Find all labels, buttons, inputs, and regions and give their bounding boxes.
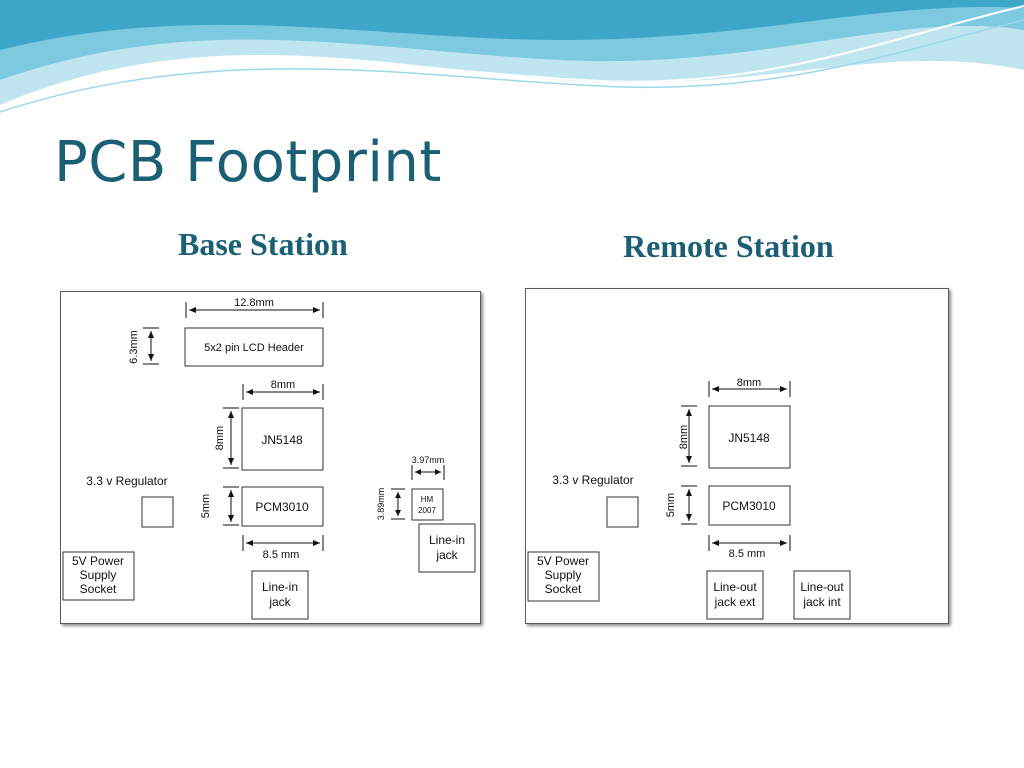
remote-jn5148-component: [708, 405, 791, 469]
pcm3010-component: [241, 486, 324, 527]
line-in-jack-bottom-label-line2: jack: [268, 595, 291, 609]
lcd-header-width-dimension: 12.8mm: [185, 297, 324, 318]
lcd-header-width-label: 12.8mm: [234, 297, 274, 309]
remote-station-footprint: 8mm JN5148 8mm PCM3010 5mm 8.5 mm: [527, 377, 851, 620]
remote-jn5148-width-label: 8mm: [737, 377, 761, 389]
pcm3010-label: PCM3010: [255, 500, 309, 514]
pcm3010-width-label: 8.5 mm: [263, 549, 300, 561]
regulator-component: [141, 496, 174, 528]
remote-pcm3010-component: [708, 485, 791, 526]
remote-power-socket-label-line2: Supply: [545, 568, 582, 582]
power-socket-label-line3: Socket: [80, 582, 117, 596]
jn5148-height-label: 8mm: [214, 426, 226, 450]
line-out-jack-int-component: [793, 570, 851, 620]
remote-pcm3010-label: PCM3010: [722, 499, 776, 513]
jn5148-width-dimension: 8mm: [242, 379, 324, 400]
lcd-header-height-label: 6.3mm: [128, 330, 140, 364]
remote-power-socket-label-line1: 5V Power: [537, 554, 589, 568]
line-in-jack-bottom-component: [251, 570, 309, 620]
line-out-jack-ext-label-line1: Line-out: [713, 580, 757, 594]
base-station-heading: Base Station: [178, 226, 348, 262]
hm2007-height-dimension: 3.89mm: [376, 488, 405, 521]
base-station-footprint: 12.8mm 5x2 pin LCD Header 6.3mm 8mm JN51…: [62, 297, 476, 620]
remote-pcm3010-height-label: 5mm: [665, 493, 677, 517]
hm2007-height-label: 3.89mm: [376, 488, 386, 521]
base-station-board: 12.8mm 5x2 pin LCD Header 6.3mm 8mm JN51…: [60, 291, 481, 624]
hm2007-label-line2: 2007: [418, 506, 436, 515]
hm2007-label-line1: HM: [421, 495, 434, 504]
line-in-jack-right-label-line2: jack: [435, 548, 458, 562]
pcm3010-width-dimension: 8.5 mm: [242, 535, 324, 561]
remote-pcm3010-height-dimension: 5mm: [665, 485, 697, 525]
jn5148-height-dimension: 8mm: [214, 407, 239, 469]
line-out-jack-ext-component: [706, 570, 764, 620]
lcd-header-label: 5x2 pin LCD Header: [204, 342, 304, 354]
jn5148-label: JN5148: [261, 433, 303, 447]
hm2007-component: [411, 488, 444, 521]
remote-station-board: 8mm JN5148 8mm PCM3010 5mm 8.5 mm: [525, 288, 949, 624]
remote-pcm3010-width-label: 8.5 mm: [729, 548, 766, 560]
remote-jn5148-height-dimension: 8mm: [678, 405, 697, 467]
line-in-jack-bottom-label-line1: Line-in: [262, 580, 298, 594]
remote-pcm3010-width-dimension: 8.5 mm: [708, 535, 791, 560]
regulator-label: 3.3 v Regulator: [86, 474, 167, 488]
line-out-jack-int-label-line1: Line-out: [800, 580, 844, 594]
line-out-jack-ext-label-line2: jack ext: [714, 595, 756, 609]
power-socket-component: [62, 551, 135, 601]
pcm3010-height-dimension: 5mm: [200, 486, 239, 526]
remote-station-heading: Remote Station: [623, 228, 834, 264]
jn5148-component: [241, 407, 324, 471]
header-wave-decoration: [0, 0, 1024, 113]
remote-regulator-label: 3.3 v Regulator: [552, 473, 633, 487]
line-in-jack-right-label-line1: Line-in: [429, 533, 465, 547]
remote-power-socket-component: [527, 551, 600, 602]
hm2007-width-label: 3.97mm: [412, 455, 445, 465]
jn5148-width-label: 8mm: [271, 379, 295, 391]
line-out-jack-int-label-line2: jack int: [802, 595, 841, 609]
remote-jn5148-label: JN5148: [728, 431, 770, 445]
remote-power-socket-label-line3: Socket: [545, 582, 582, 596]
remote-jn5148-height-label: 8mm: [678, 425, 690, 449]
power-socket-label-line2: Supply: [80, 568, 117, 582]
line-in-jack-right-component: [418, 523, 476, 573]
lcd-header-height-dimension: 6.3mm: [128, 327, 159, 365]
power-socket-label-line1: 5V Power: [72, 554, 124, 568]
remote-jn5148-width-dimension: 8mm: [708, 377, 791, 397]
pcm3010-height-label: 5mm: [200, 494, 212, 518]
slide-title: PCB Footprint: [54, 130, 442, 195]
remote-regulator-component: [606, 496, 639, 528]
lcd-header-component: [184, 327, 324, 367]
hm2007-width-dimension: 3.97mm: [411, 455, 445, 480]
